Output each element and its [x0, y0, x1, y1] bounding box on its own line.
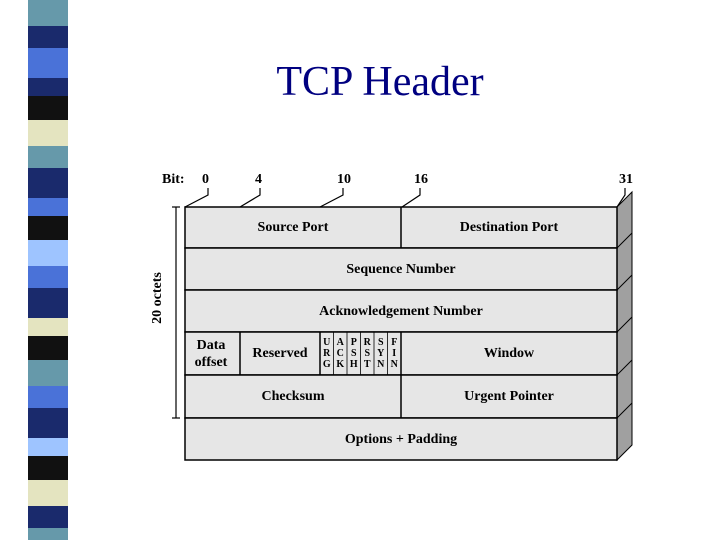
field-window: Window	[483, 346, 535, 361]
stripe-segment	[28, 408, 68, 438]
bit-mark-16: 16	[414, 172, 428, 187]
stripe-segment	[28, 168, 68, 198]
field-dividers	[239, 207, 402, 418]
field-source-port: Source Port	[257, 220, 329, 235]
bit-label: Bit:	[162, 172, 185, 187]
bit-mark-0: 0	[202, 172, 209, 187]
bit-ticks	[184, 188, 626, 208]
bit-mark-31: 31	[619, 172, 633, 187]
stripe-segment	[28, 360, 68, 386]
stripe-segment	[28, 120, 68, 146]
stripe-segment	[28, 288, 68, 318]
page-title: TCP Header	[276, 59, 484, 105]
field-destination-port: Destination Port	[459, 220, 559, 235]
stripe-segment	[28, 0, 68, 26]
stripe-segment	[28, 26, 68, 48]
stripe-segment	[28, 318, 68, 336]
field-checksum: Checksum	[261, 389, 325, 404]
stripe-segment	[28, 438, 68, 456]
stripe-segment	[28, 48, 68, 78]
stripe-segment	[28, 146, 68, 168]
stripe-segment	[28, 506, 68, 528]
stripe-segment	[28, 336, 68, 360]
field-ack-number: Acknowledgement Number	[319, 303, 483, 319]
stripe-segment	[28, 386, 68, 408]
flag-dividers	[333, 332, 388, 375]
field-sequence-number: Sequence Number	[346, 261, 456, 277]
box-depth-side	[616, 190, 633, 462]
octets-label: 20 octets	[150, 272, 165, 324]
bit-mark-4: 4	[255, 172, 262, 187]
depth-edges	[616, 232, 633, 419]
field-reserved: Reserved	[252, 346, 308, 361]
stripe-segment	[28, 266, 68, 288]
stripe-segment	[28, 480, 68, 506]
field-urgent-pointer: Urgent Pointer	[464, 389, 554, 404]
stripe-segment	[28, 78, 68, 96]
stripe-segment	[28, 96, 68, 120]
stripe-segment	[28, 240, 68, 266]
decorative-stripe	[28, 0, 68, 540]
bit-mark-10: 10	[337, 172, 351, 187]
field-options-padding: Options + Padding	[344, 431, 458, 447]
stripe-segment	[28, 456, 68, 480]
stripe-segment	[28, 528, 68, 540]
stripe-segment	[28, 198, 68, 216]
octets-bracket	[172, 206, 180, 419]
field-data-offset: Data offset	[194, 337, 228, 370]
stripe-segment	[28, 216, 68, 240]
